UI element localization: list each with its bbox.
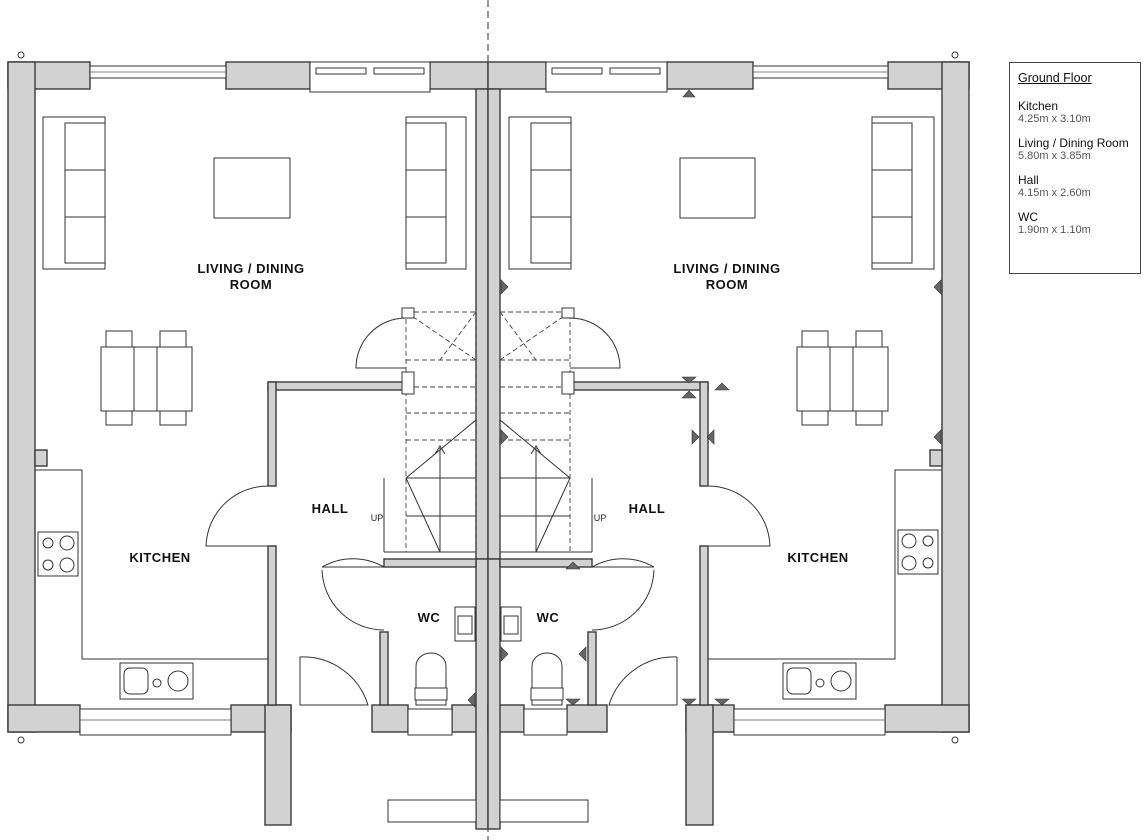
- floor-plan: LIVING / DINING ROOM HALL KITCHEN WC UP …: [7, 0, 970, 840]
- left-dining-set: [100, 330, 193, 426]
- right-coffee-table: [679, 157, 756, 219]
- legend-room-dims: 5.80m x 3.85m: [1018, 150, 1091, 162]
- legend-room-hall: Hall 4.15m x 2.60m: [1018, 173, 1132, 200]
- left-kitchen-counter: [35, 469, 268, 700]
- left-hall-label: HALL: [312, 501, 349, 516]
- legend-room-kitchen: Kitchen 4.25m x 3.10m: [1018, 99, 1132, 126]
- right-sofa-1: [508, 116, 572, 270]
- partition-walls: [34, 381, 943, 706]
- left-sofa-2: [405, 116, 467, 270]
- room-schedule-legend: Ground Floor Kitchen 4.25m x 3.10m Livin…: [1009, 62, 1141, 274]
- right-living-label-line2: ROOM: [706, 277, 748, 292]
- left-wc-label: WC: [418, 610, 441, 625]
- legend-title: Ground Floor: [1018, 71, 1092, 85]
- right-dining-set: [796, 330, 889, 426]
- left-kitchen-label: KITCHEN: [129, 550, 190, 565]
- right-kitchen-label: KITCHEN: [787, 550, 848, 565]
- left-living-label-line2: ROOM: [230, 277, 272, 292]
- legend-room-dims: 4.15m x 2.60m: [1018, 187, 1091, 199]
- right-stairs-up-label: UP: [594, 513, 607, 523]
- right-wc-label: WC: [537, 610, 560, 625]
- left-coffee-table: [213, 157, 291, 219]
- right-kitchen-counter: [708, 469, 942, 700]
- right-stairs: [499, 307, 593, 553]
- left-stairs: [383, 307, 477, 553]
- front-door-mats: [387, 799, 589, 823]
- right-living-label-line1: LIVING / DINING: [673, 261, 780, 276]
- legend-room-living: Living / Dining Room 5.80m x 3.85m: [1018, 136, 1132, 163]
- windows-bottom: [79, 708, 886, 736]
- left-sofa-1: [42, 116, 106, 270]
- right-hall-label: HALL: [629, 501, 666, 516]
- left-living-label-line1: LIVING / DINING: [197, 261, 304, 276]
- legend-room-dims: 4.25m x 3.10m: [1018, 113, 1091, 125]
- left-wc-fixtures: [414, 606, 476, 706]
- corner-markers: [17, 51, 959, 744]
- legend-room-wc: WC 1.90m x 1.10m: [1018, 210, 1132, 237]
- legend-room-dims: 1.90m x 1.10m: [1018, 224, 1091, 236]
- right-sofa-2: [871, 116, 935, 270]
- right-unit-walls: [487, 61, 970, 830]
- right-doors: [569, 317, 771, 706]
- legend-room-name: WC: [1018, 210, 1038, 224]
- left-doors: [205, 317, 407, 706]
- left-unit-walls: [7, 61, 489, 830]
- left-stairs-up-label: UP: [371, 513, 384, 523]
- legend-room-name: Kitchen: [1018, 99, 1059, 113]
- windows-top: [89, 61, 889, 93]
- right-wc-fixtures: [500, 606, 564, 706]
- legend-room-name: Living / Dining Room: [1018, 136, 1129, 150]
- legend-room-name: Hall: [1018, 173, 1039, 187]
- marker-triangles: [467, 89, 942, 708]
